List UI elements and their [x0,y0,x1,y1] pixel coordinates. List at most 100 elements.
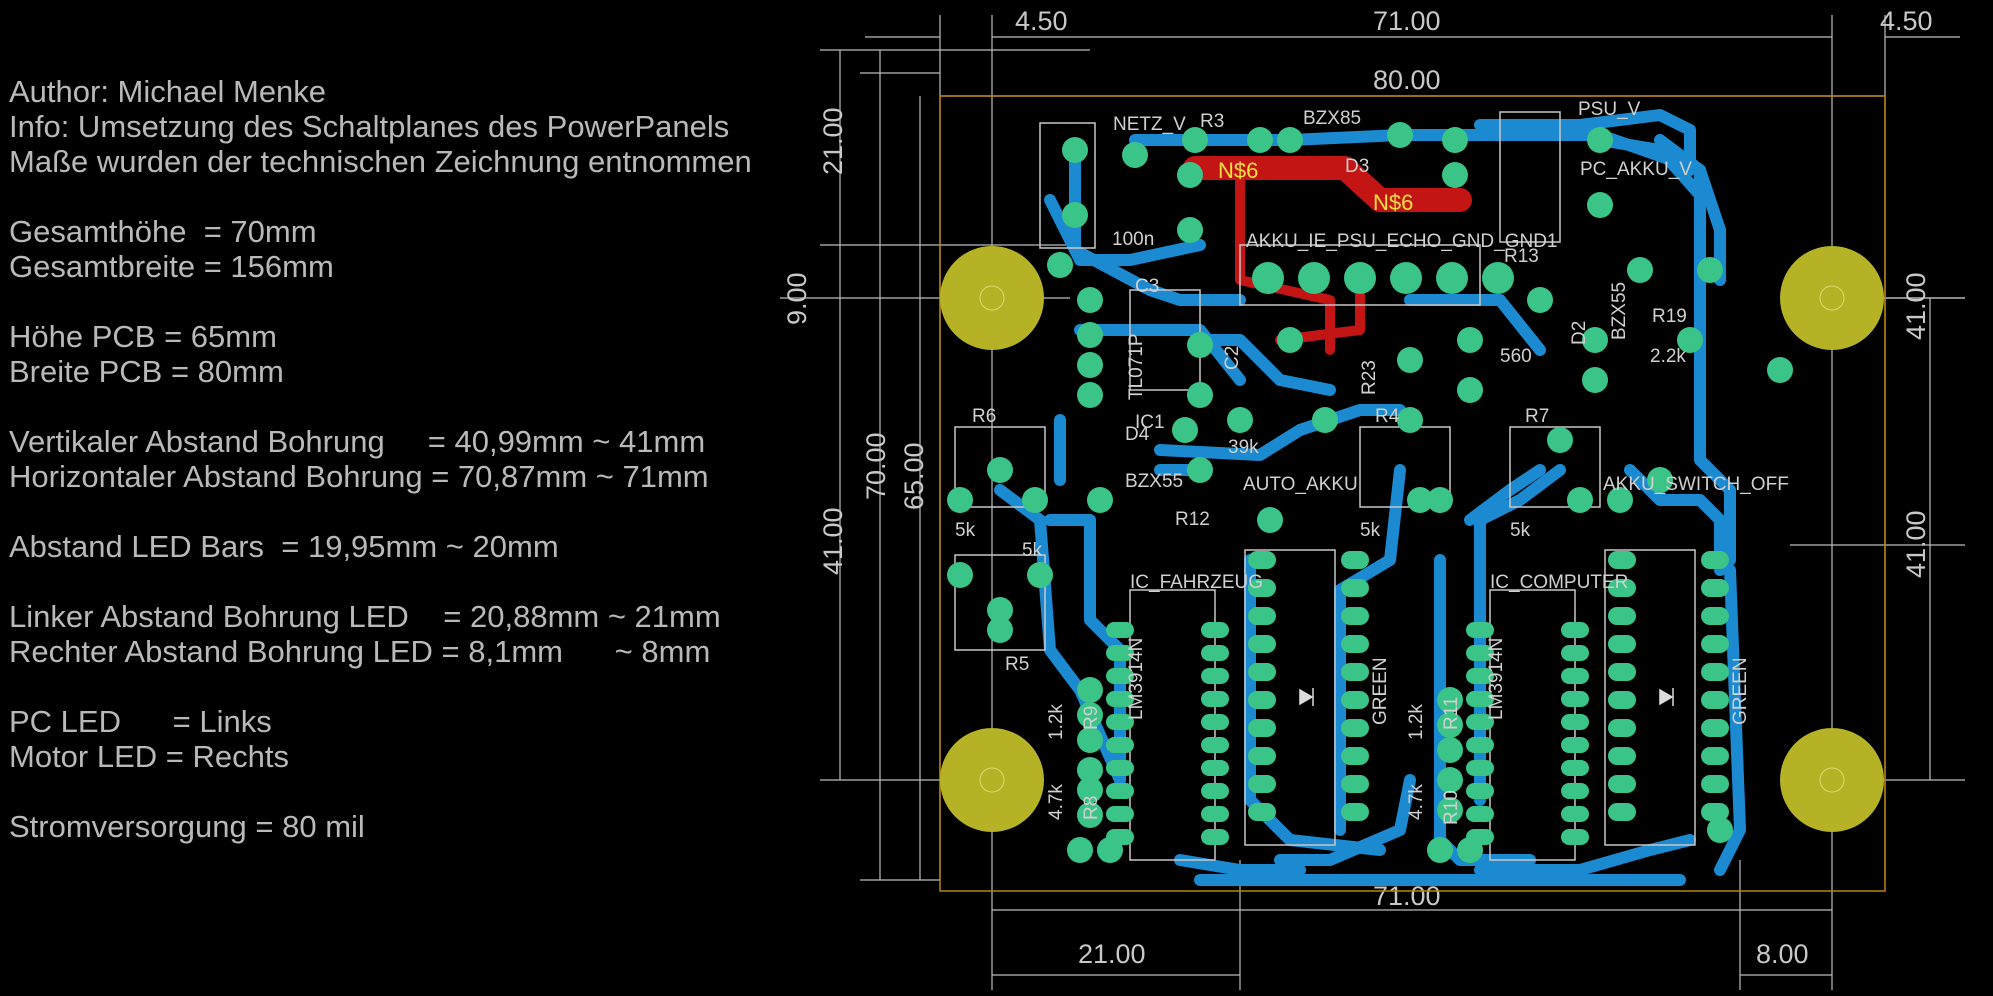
label-ic-fahrzeug: IC_FAHRZEUG [1130,572,1263,593]
pad [1582,367,1608,393]
pad [1466,622,1494,638]
pad [1187,382,1213,408]
pad [1077,287,1103,313]
pad [1466,691,1494,707]
pad [1201,622,1229,638]
note-line: Höhe PCB = 65mm [9,319,277,354]
label-r4: R4 [1375,406,1400,427]
label-bzx85: BZX85 [1303,108,1361,129]
pad [1608,747,1636,765]
pad [1561,783,1589,799]
label-100n: 100n [1112,229,1154,250]
pad [1561,668,1589,684]
pad [1701,803,1729,821]
pad [1341,775,1369,793]
pad [1608,551,1636,569]
pad [1427,487,1453,513]
pad [1607,487,1633,513]
pad [1298,262,1330,294]
pad [1701,635,1729,653]
mount-hole-bottom-left [940,728,1044,832]
pad [1561,691,1589,707]
pad [1608,579,1636,597]
pad [1701,551,1729,569]
pad [1062,202,1088,228]
pad [1701,775,1729,793]
pad [1341,691,1369,709]
pad [1106,622,1134,638]
note-line: Linker Abstand Bohrung LED = 20,88mm ~ 2… [9,599,721,634]
pad [1341,663,1369,681]
pad [1561,622,1589,638]
label-ic-computer: IC_COMPUTER [1490,572,1628,593]
pad [987,597,1013,623]
pad [1482,262,1514,294]
pad [1087,487,1113,513]
pad [1466,668,1494,684]
note-line: Gesamtbreite = 156mm [9,249,334,284]
label-c2: C2 [1222,346,1243,370]
pad [1106,760,1134,776]
pad [1077,352,1103,378]
pad [1201,668,1229,684]
label-2-2k: 2.2k [1650,346,1686,367]
pad [1561,645,1589,661]
pad [1701,719,1729,737]
pad [1201,760,1229,776]
pad [1707,817,1733,843]
top-copper [1183,156,1472,355]
pad [1587,192,1613,218]
note-line: Horizontaler Abstand Bohrung = 70,87mm ~… [9,459,709,494]
pad [1527,287,1553,313]
pad [1387,122,1413,148]
label-bzx55: BZX55 [1609,282,1630,340]
pad [1697,257,1723,283]
note-line: Stromversorgung = 80 mil [9,809,365,844]
pad [1106,806,1134,822]
pad [1201,737,1229,753]
label-tl071p: TL071P [1126,333,1147,400]
pad [1608,719,1636,737]
pad [1187,457,1213,483]
label-560: 560 [1500,346,1532,367]
label-green-a: GREEN [1370,657,1391,725]
dim-left-9: 9.00 [782,272,812,325]
label-4-7k: 4.7k [1046,784,1067,820]
pad [1106,737,1134,753]
label-d2: D2 [1569,321,1590,345]
pad [1248,663,1276,681]
label-r23: R23 [1359,360,1380,395]
pad [1466,760,1494,776]
label-psu-v: PSU_V [1578,99,1641,120]
mount-hole-bottom-right [1780,728,1884,832]
dim-bottom-21: 21.00 [1078,939,1146,969]
label-r9: R9 [1081,706,1102,730]
pad [1437,712,1463,738]
pad [1677,327,1703,353]
note-line: Rechter Abstand Bohrung LED = 8,1mm ~ 8m… [9,634,711,669]
pad [1201,691,1229,707]
pad [1561,714,1589,730]
pad [1567,487,1593,513]
pad [1701,607,1729,625]
pad [1248,551,1276,569]
pad [1341,607,1369,625]
pad [1122,142,1148,168]
pad [1608,775,1636,793]
label-r12: R12 [1175,509,1210,530]
label-r6: R6 [972,406,996,427]
pad [1341,551,1369,569]
pads [947,122,1793,863]
pad [1106,783,1134,799]
pad [1466,645,1494,661]
label-header: AKKU_IE_PSU_ECHO_GND_GND1 [1246,231,1558,252]
pad [1182,127,1208,153]
pad [1201,806,1229,822]
note-line: PC LED = Links [9,704,272,739]
pad [1701,579,1729,597]
label-39k: 39k [1228,437,1259,458]
label-auto-akku: AUTO_AKKU [1243,474,1358,495]
dim-top-mid: 71.00 [1373,6,1441,36]
label-r13: R13 [1504,246,1539,267]
